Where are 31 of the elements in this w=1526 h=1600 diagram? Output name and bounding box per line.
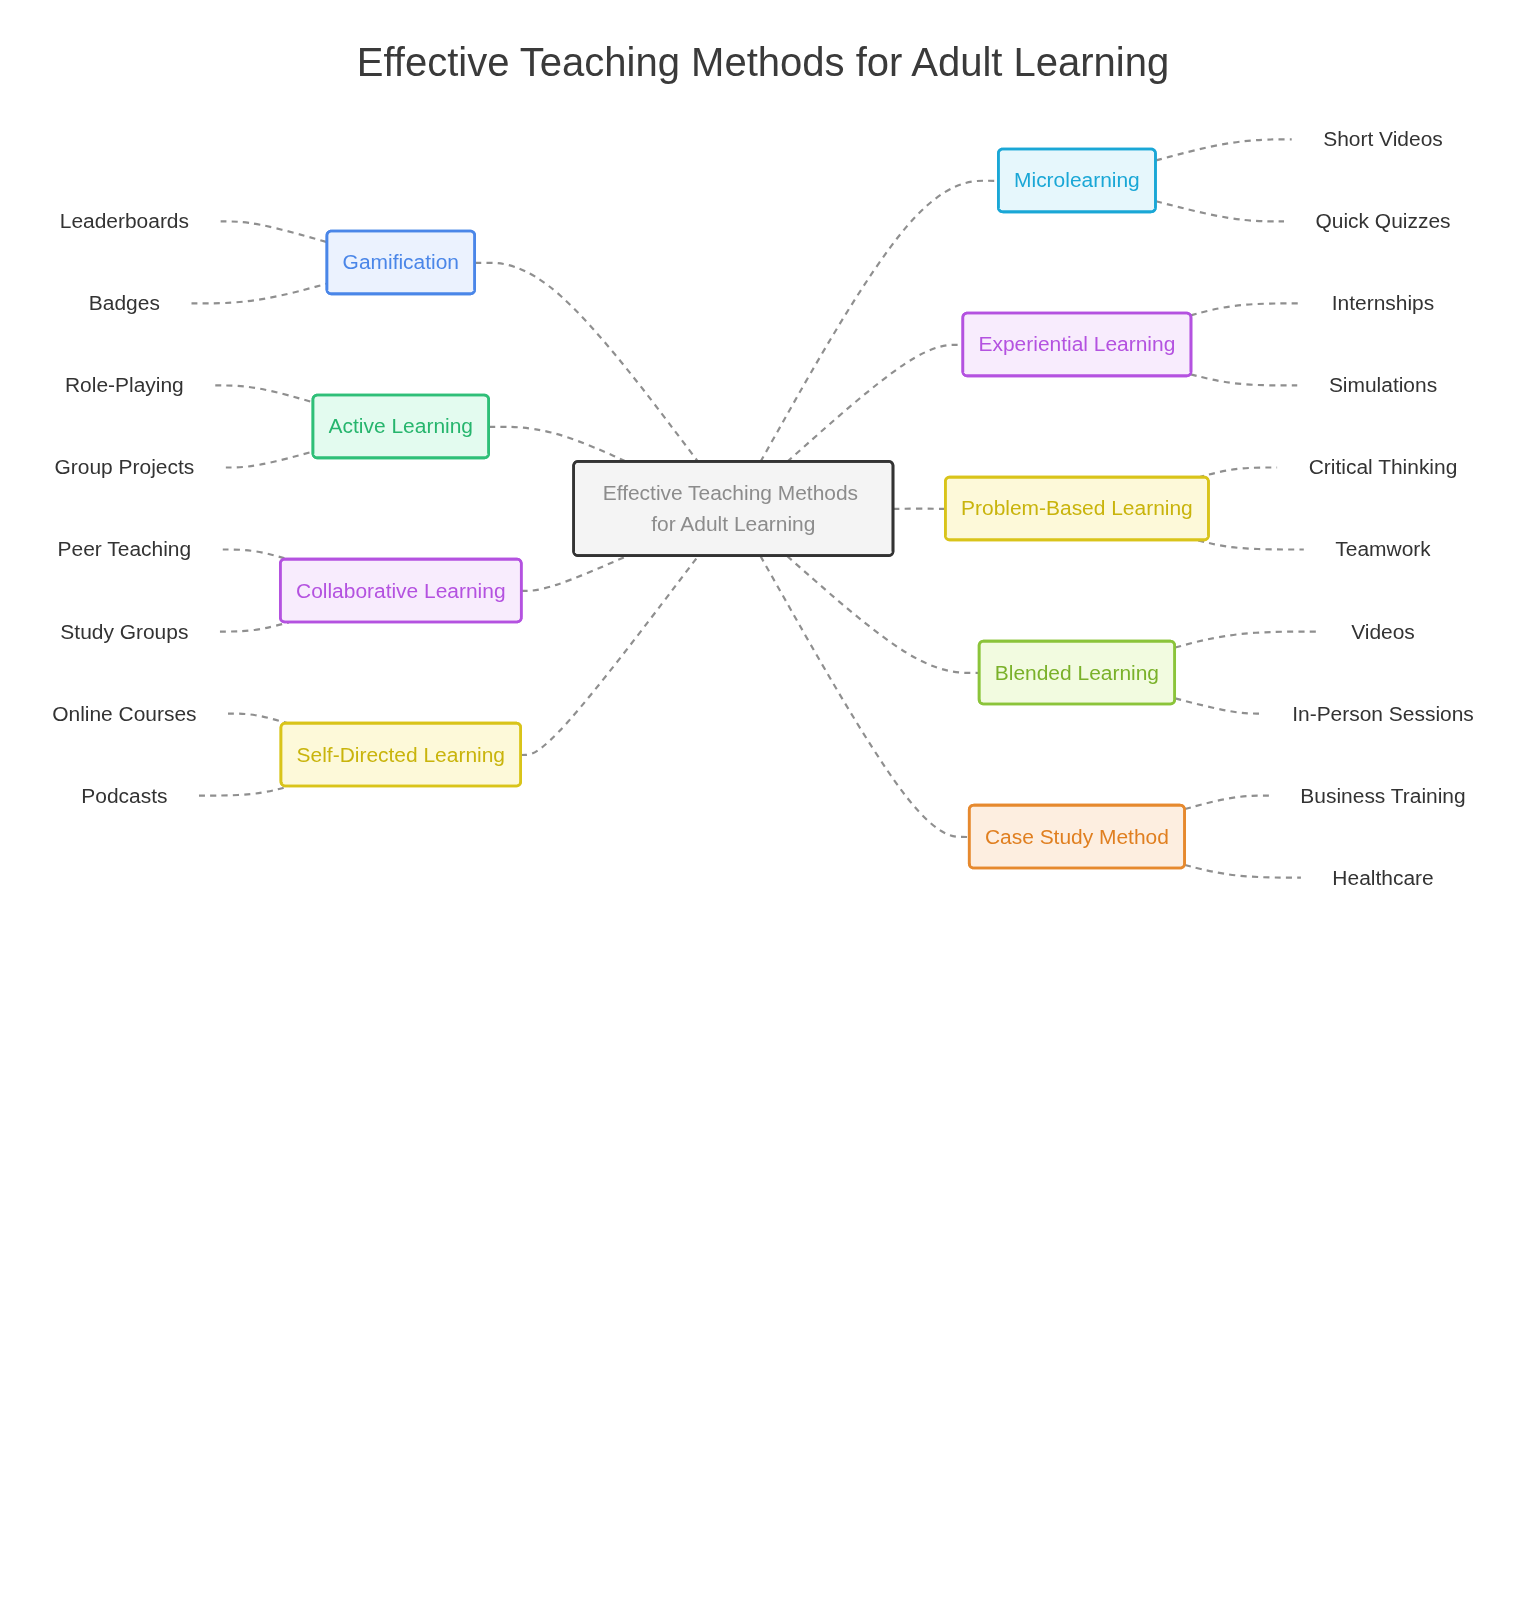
connector <box>759 555 970 839</box>
connector <box>1155 200 1285 223</box>
node-text: Healthcare <box>1332 865 1434 889</box>
node-text: Study Groups <box>60 619 189 643</box>
connector <box>1197 539 1304 551</box>
node-text: Podcasts <box>81 783 168 807</box>
connector <box>1190 373 1298 387</box>
connector <box>521 555 700 757</box>
connector <box>1190 302 1301 317</box>
node-text: Role-Playing <box>65 373 184 397</box>
connector <box>1174 697 1261 715</box>
node-text: Videos <box>1351 619 1415 643</box>
connector <box>1184 863 1301 879</box>
node-text: Short Videos <box>1323 127 1443 151</box>
node-text: Leaderboards <box>59 209 189 233</box>
node-text: Online Courses <box>52 701 197 725</box>
connector <box>786 555 980 675</box>
node-text: Internships <box>1331 291 1435 315</box>
node-text: Critical Thinking <box>1308 455 1458 479</box>
node-text: Group Projects <box>54 455 195 479</box>
node-text: Peer Teaching <box>57 537 192 561</box>
node-text: Badges <box>88 291 160 315</box>
node-text: In-Person Sessions <box>1292 701 1474 725</box>
node-text: Teamwork <box>1335 537 1431 561</box>
node-text: Quick Quizzes <box>1315 209 1451 233</box>
node-text: Business Training <box>1300 783 1466 807</box>
connector <box>1184 794 1269 811</box>
node-text: Simulations <box>1328 373 1438 397</box>
connector <box>1155 138 1292 162</box>
connector <box>893 507 946 511</box>
diagram-title: Effective Teaching Methods for Adult Learning <box>356 40 1170 85</box>
